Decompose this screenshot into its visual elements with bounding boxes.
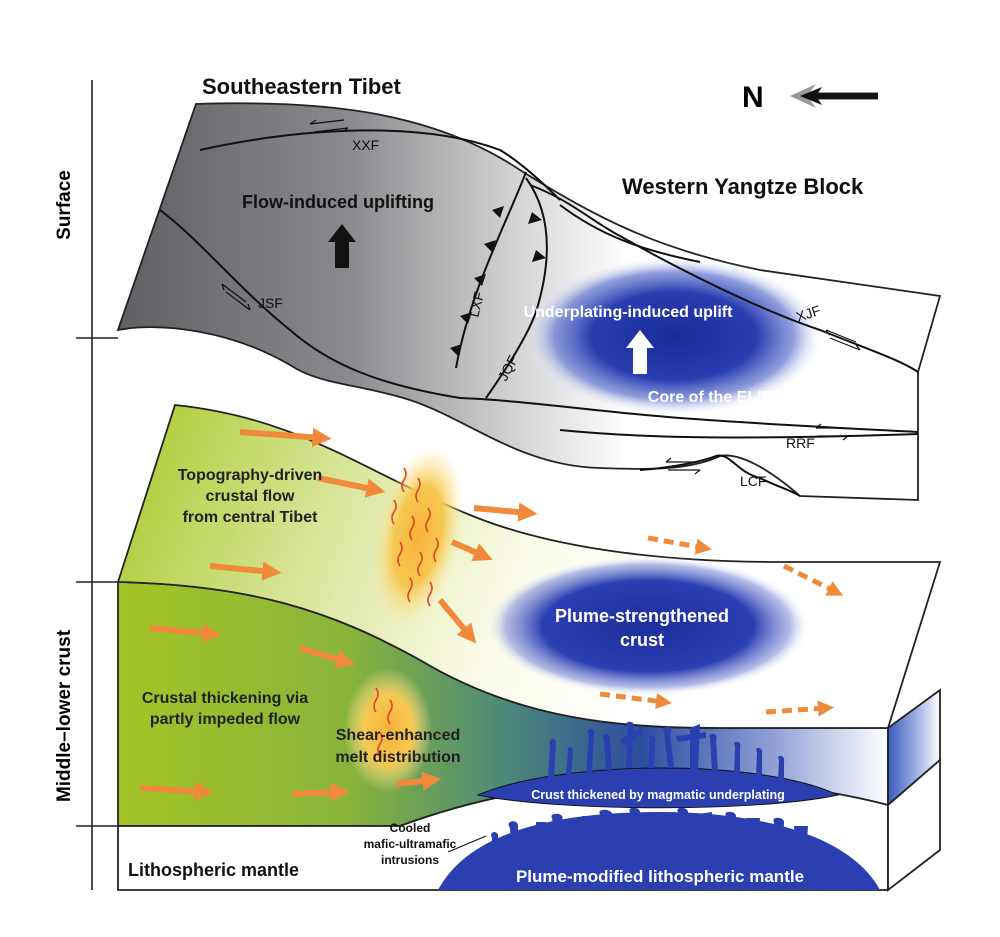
flow-arrow (395, 771, 442, 791)
magmatic-underplating-label: Crust thickened by magmatic underplating (531, 788, 785, 802)
thrust-teeth (450, 206, 546, 356)
flow-arrow-dashed (599, 691, 672, 709)
surface-block: XXF JSF LXF JQF XJF RRF LCF Flow-induced… (116, 102, 942, 501)
core-elip-label: Core of the ELIP (648, 389, 773, 406)
depth-axis: Surface Middle–lower crust (54, 80, 118, 890)
flow-arrow-dashed (765, 700, 834, 717)
fault-label-jsf: JSF (258, 295, 283, 311)
north-arrow-icon (790, 84, 878, 108)
thickening-line2: partly impeded flow (150, 711, 301, 728)
topo-flow-line3: from central Tibet (183, 509, 319, 526)
plume-strengthened-blob (486, 556, 810, 696)
mantle-side-face (887, 758, 941, 892)
crust-intrusions (548, 721, 785, 780)
thickening-line1: Crustal thickening via (142, 690, 308, 707)
fault-label-xxf: XXF (352, 137, 379, 153)
cooled-line2: mafic-ultramafic (364, 837, 457, 851)
plume-mantle-dome (438, 812, 880, 890)
flow-arrow (437, 598, 477, 644)
region-western-yangtze: Western Yangtze Block (622, 174, 864, 199)
flow-uplift-label: Flow-induced uplifting (242, 192, 434, 212)
flow-arrow (299, 645, 356, 669)
flow-arrow (209, 561, 282, 581)
fault-label-rrf: RRF (786, 435, 815, 451)
crustal-flow-arrows-dashed (599, 535, 844, 717)
flow-arrow (291, 782, 350, 802)
north-label: N (742, 81, 764, 114)
cooled-line1: Cooled (390, 821, 431, 835)
crustal-flow-arrows (139, 427, 538, 802)
lithospheric-mantle-label: Lithospheric mantle (128, 860, 299, 880)
melt-zone-upper (372, 445, 464, 627)
plume-crust-line1: Plume-strengthened (555, 606, 729, 626)
fault-lxf (455, 171, 527, 369)
plume-crust-line2: crust (620, 630, 664, 650)
topo-flow-line2: crustal flow (206, 488, 295, 505)
region-se-tibet: Southeastern Tibet (202, 74, 402, 99)
fault-label-lcf: LCF (740, 473, 766, 489)
flow-arrow-dashed (782, 563, 844, 596)
fault-jsf (159, 209, 461, 399)
fault-label-lxf: LXF (465, 290, 487, 319)
axis-label-surface: Surface (54, 170, 75, 240)
fault-jqf (485, 177, 548, 399)
flow-arrow (317, 475, 386, 498)
flow-arrow (139, 781, 214, 801)
flow-arrow (149, 623, 222, 643)
crust-block: Topography-driven crustal flow from cent… (116, 404, 942, 892)
cooled-leader-line (447, 835, 487, 853)
fault-label-xjf: XJF (794, 302, 823, 325)
north-indicator: N (742, 81, 878, 114)
shear-line2: melt distribution (335, 749, 460, 766)
melt-squiggles (373, 467, 439, 757)
fault-rrf (559, 429, 919, 439)
flow-arrow (473, 502, 538, 522)
topo-flow-line1: Topography-driven (178, 467, 323, 484)
fault-upper-branch (559, 204, 701, 263)
flow-arrow-dashed (647, 535, 712, 555)
shear-line1: Shear-enhanced (336, 727, 460, 744)
fault-lines (159, 129, 919, 497)
shear-sense-arrows (221, 119, 861, 475)
fault-lcf (639, 454, 801, 497)
fault-xjf (529, 184, 919, 373)
fault-xxf (199, 129, 561, 201)
underplating-blob (524, 256, 824, 416)
uplift-arrow-black-icon (328, 224, 356, 268)
flow-arrow (450, 539, 493, 561)
plume-mantle-label: Plume-modified lithospheric mantle (516, 867, 804, 886)
axis-label-middle-lower-crust: Middle–lower crust (54, 629, 75, 802)
flow-arrow (239, 427, 332, 447)
underplating-lens (476, 767, 840, 809)
fault-base (459, 397, 919, 433)
mantle-intrusions (490, 807, 808, 880)
underplating-uplift-label: Underplating-induced uplift (524, 304, 734, 321)
cooled-line3: intrusions (381, 853, 439, 867)
melt-zone-lower (344, 668, 432, 792)
uplift-arrow-white-icon (626, 330, 654, 374)
